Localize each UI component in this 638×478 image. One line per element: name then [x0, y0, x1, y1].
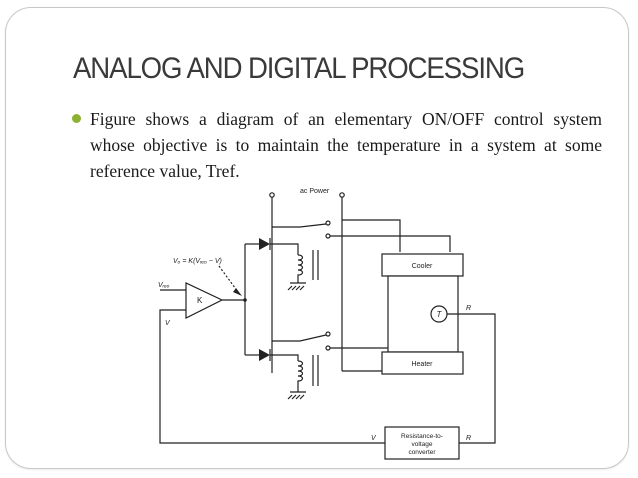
relay-top-switch — [272, 223, 327, 228]
heater-label: Heater — [411, 361, 433, 368]
bullet-text: Figure shows a diagram of an elementary … — [90, 109, 602, 181]
cooler-wire-a — [342, 219, 401, 252]
ac-terminal-right — [339, 192, 345, 198]
converter-r-label: R — [466, 435, 471, 442]
ac-power-label: ac Power — [300, 188, 330, 195]
bullet-icon — [72, 114, 81, 123]
diode-bottom-icon — [259, 349, 270, 361]
relay-top-coil-icon — [297, 254, 304, 283]
ground-bottom-icon — [287, 391, 306, 400]
converter-line-2: voltage — [412, 441, 433, 448]
sensor-label: T — [437, 310, 443, 319]
amplifier-gain: K — [197, 296, 203, 305]
slide-title: ANALOG AND DIGITAL PROCESSING — [73, 52, 525, 85]
sensor-wire — [447, 313, 496, 444]
converter-box — [384, 426, 460, 460]
equation-label: Vₒ = K(Vᵣₑₒ − V) — [173, 258, 222, 265]
cooler-label: Cooler — [412, 263, 433, 270]
feedback-wire — [159, 309, 385, 444]
converter-line-1: Resistance-to- — [401, 433, 443, 440]
amplifier-triangle — [185, 282, 224, 319]
converter-v-label: V — [371, 435, 377, 442]
relay-bottom-coil-icon — [297, 360, 304, 392]
r-top-label: R — [466, 305, 471, 312]
ground-top-icon — [287, 282, 306, 291]
diode-top-icon — [259, 238, 270, 250]
vref-label: Vᵣₑₒ — [158, 282, 170, 289]
equation-arrow — [218, 265, 239, 293]
relay-bottom-switch — [272, 334, 327, 342]
amp-output-wire — [222, 244, 246, 355]
slide-frame — [5, 7, 629, 469]
ac-terminal-left — [269, 192, 275, 198]
v-input-label: V — [165, 320, 171, 327]
converter-line-3: converter — [408, 449, 436, 456]
cooler-wire-b — [330, 235, 451, 252]
heater-box — [381, 351, 464, 375]
